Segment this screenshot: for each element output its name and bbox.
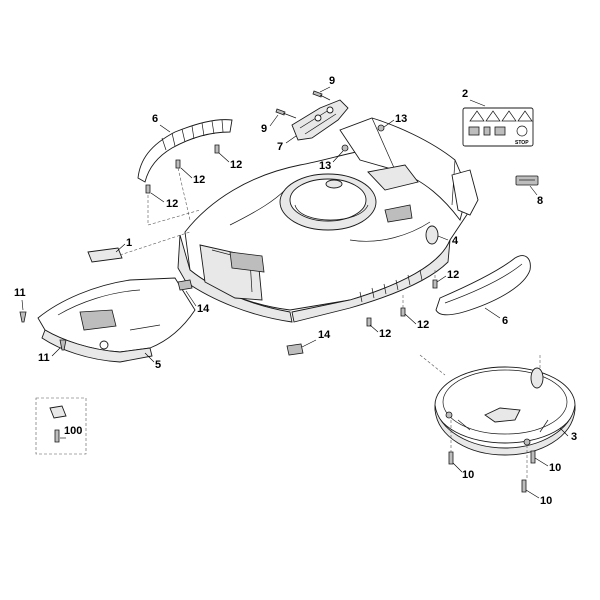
callout-13-lower: 13 bbox=[319, 160, 331, 172]
screw-12-d bbox=[432, 279, 438, 289]
screw-12-c bbox=[145, 184, 151, 194]
callout-4: 4 bbox=[452, 235, 459, 247]
kit-100-box bbox=[35, 397, 87, 455]
label-1 bbox=[87, 247, 123, 263]
small-label bbox=[515, 175, 539, 186]
callout-9-lower: 9 bbox=[261, 123, 267, 135]
trim-strip-right bbox=[435, 255, 531, 316]
callout-13-upper: 13 bbox=[395, 113, 407, 125]
screw-10-c bbox=[521, 479, 527, 493]
screw-10-a bbox=[448, 451, 454, 465]
screw-13-upper bbox=[377, 124, 385, 132]
callout-100: 100 bbox=[64, 425, 82, 437]
callout-10-c: 10 bbox=[540, 495, 552, 507]
callout-10-a: 10 bbox=[462, 469, 474, 481]
callout-12-d: 12 bbox=[447, 269, 459, 281]
callout-9-upper: 9 bbox=[329, 75, 335, 87]
callout-10-b: 10 bbox=[549, 462, 561, 474]
screw-13-lower bbox=[341, 144, 349, 152]
screw-12-f bbox=[366, 317, 372, 327]
safety-label: STOP bbox=[462, 107, 534, 147]
callout-12-f: 12 bbox=[379, 328, 391, 340]
rear-flap bbox=[37, 277, 196, 363]
callout-1: 1 bbox=[126, 237, 132, 249]
callout-5: 5 bbox=[155, 359, 161, 371]
screw-12-a bbox=[175, 159, 181, 169]
screw-11-a bbox=[19, 311, 27, 323]
bolt-upper bbox=[312, 90, 331, 101]
screw-11-b bbox=[59, 339, 67, 351]
callout-12-b: 12 bbox=[230, 159, 242, 171]
screw-12-b bbox=[214, 144, 220, 154]
callout-3: 3 bbox=[571, 431, 577, 443]
handle-bracket bbox=[291, 99, 349, 141]
stop-text: STOP bbox=[515, 140, 529, 146]
clip-14-a bbox=[177, 279, 193, 291]
trim-strip-left bbox=[137, 119, 233, 183]
deck-housing bbox=[177, 117, 479, 323]
bottom-plate bbox=[434, 366, 576, 456]
callout-8: 8 bbox=[537, 195, 543, 207]
callout-6-right: 6 bbox=[502, 315, 508, 327]
callout-14-a: 14 bbox=[197, 303, 210, 315]
callout-7: 7 bbox=[277, 141, 283, 153]
callout-2: 2 bbox=[462, 88, 468, 100]
callout-6-left: 6 bbox=[152, 113, 158, 125]
bolt-lower bbox=[275, 108, 297, 119]
callout-11-b: 11 bbox=[38, 352, 50, 364]
callout-12-a: 12 bbox=[193, 174, 205, 186]
callout-12-c: 12 bbox=[166, 198, 178, 210]
callout-14-b: 14 bbox=[318, 329, 331, 341]
callout-12-e: 12 bbox=[417, 319, 429, 331]
screw-12-e bbox=[400, 307, 406, 317]
screw-10-b bbox=[530, 450, 536, 464]
clip-14-b bbox=[286, 343, 304, 356]
callout-11-a: 11 bbox=[14, 287, 26, 299]
